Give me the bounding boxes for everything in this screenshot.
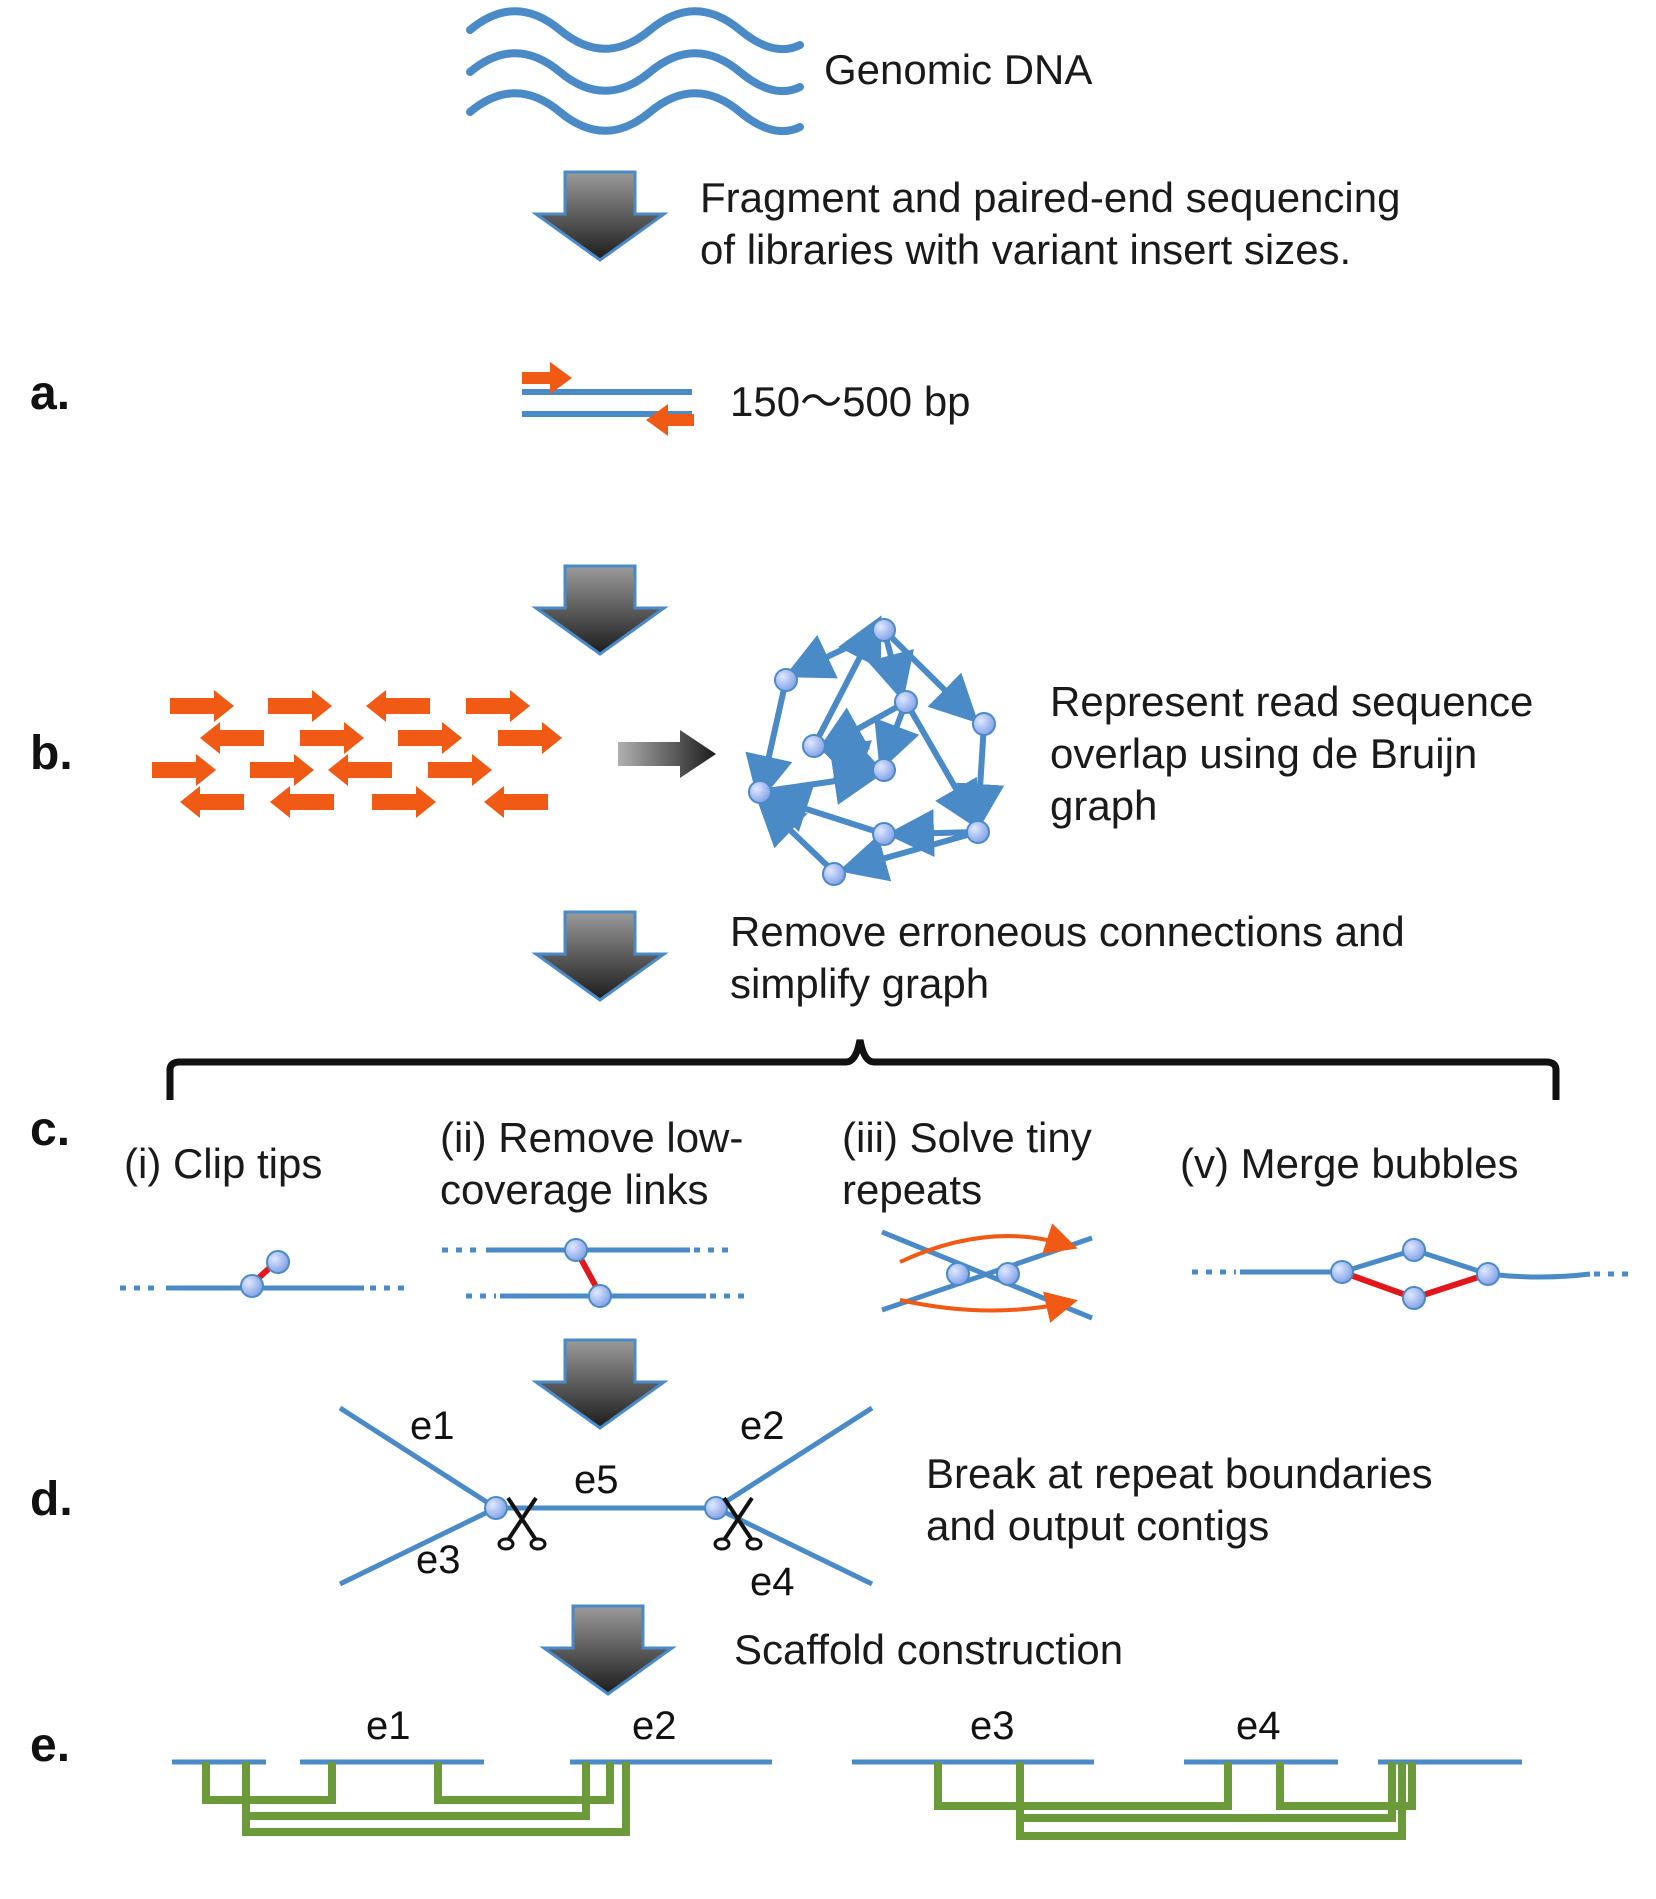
- edge-label-e1: e1: [410, 1404, 455, 1448]
- step-e-label: e.: [30, 1719, 71, 1772]
- solve-repeats-label: (iii) Solve tiny repeats: [842, 1114, 1092, 1213]
- scaffold-label-e1: e1: [366, 1704, 411, 1748]
- insert-size-label: 150～500 bp: [730, 378, 971, 425]
- tiny-repeats-illustration: [881, 1223, 1093, 1323]
- step-a-label: a.: [30, 367, 71, 420]
- scaffold-label-e3: e3: [970, 1704, 1015, 1748]
- genomic-dna-icon: [466, 7, 804, 136]
- paired-end-read-icon: [522, 362, 694, 436]
- edge-label-e2: e2: [740, 1404, 785, 1448]
- down-arrow-icon: [534, 170, 666, 262]
- down-arrow-icon: [534, 910, 666, 1002]
- de-bruijn-text: Represent read sequence overlap using de…: [1050, 678, 1534, 829]
- break-repeat-text: Break at repeat boundaries and output co…: [926, 1450, 1433, 1549]
- scaffold-left: [172, 1759, 772, 1836]
- scaffold-label-e4: e4: [1236, 1704, 1281, 1748]
- repeat-boundary-graph: [338, 1405, 874, 1587]
- step-d-label: d.: [30, 1473, 73, 1526]
- clip-tips-illustration: [120, 1250, 410, 1298]
- brace: [166, 1039, 1560, 1100]
- clip-tips-label: (i) Clip tips: [124, 1140, 323, 1187]
- right-arrow-icon: [618, 730, 716, 778]
- merge-bubbles-label: (v) Merge bubbles: [1180, 1140, 1519, 1187]
- down-arrow-icon: [542, 1604, 674, 1696]
- de-bruijn-graph: [745, 615, 1005, 882]
- scaffold-step-text: Scaffold construction: [734, 1626, 1124, 1673]
- edge-label-e5: e5: [574, 1458, 619, 1502]
- short-reads-icon: [152, 690, 562, 818]
- down-arrow-icon: [534, 1338, 666, 1430]
- low-coverage-links-illustration: [442, 1238, 748, 1308]
- edge-label-e3: e3: [416, 1538, 461, 1582]
- fragment-step-text: Fragment and paired-end sequencing of li…: [700, 174, 1401, 273]
- genomic-dna-label: Genomic DNA: [824, 46, 1093, 93]
- remove-low-coverage-label: (ii) Remove low- coverage links: [440, 1114, 744, 1213]
- down-arrow-icon: [534, 564, 666, 656]
- scaffold-label-e2: e2: [632, 1704, 677, 1748]
- merge-bubbles-illustration: [1192, 1238, 1636, 1310]
- simplify-step-text: Remove erroneous connections and simplif…: [730, 908, 1405, 1007]
- edge-label-e4: e4: [750, 1560, 795, 1604]
- scaffold-right: [852, 1759, 1522, 1840]
- step-b-label: b.: [30, 727, 73, 780]
- graph-nodes: [748, 618, 996, 886]
- step-c-label: c.: [30, 1103, 71, 1156]
